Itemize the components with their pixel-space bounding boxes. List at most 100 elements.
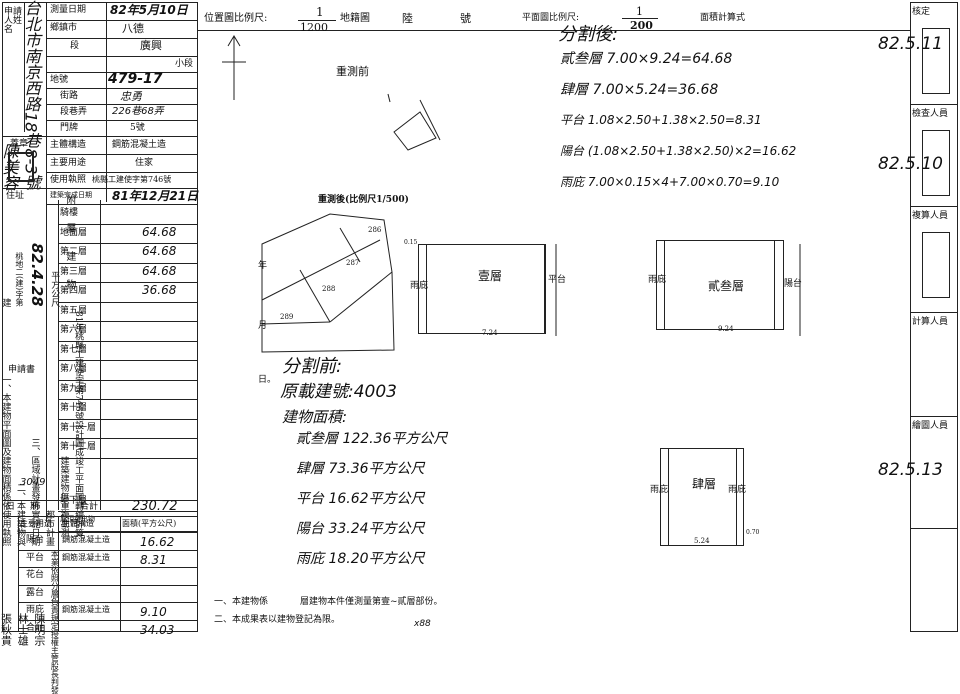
floor-label: 第七層: [60, 344, 88, 355]
annex-label: 附屬建物: [63, 194, 75, 307]
section-value: 廣興: [140, 39, 162, 52]
annex-area: 34.03: [140, 623, 175, 637]
floor-plan-3: [660, 448, 744, 546]
section-label: 段: [70, 41, 80, 51]
left-table: [2, 2, 198, 632]
annex-use: 平台: [26, 552, 45, 563]
area-calc-label: 面積計算式: [700, 13, 746, 23]
plan3-070: 0.70: [746, 529, 760, 536]
floor-label: 第四層: [60, 286, 88, 296]
date-2: 82.5.10: [878, 154, 943, 174]
date-1: 82.5.11: [878, 34, 943, 54]
address-value: 台北市南京西路18巷8-3號: [21, 0, 41, 191]
month-label: 月: [258, 321, 268, 331]
annex-struct: 鋼筋混凝土造: [62, 552, 110, 562]
footer-1: 一、本建物係: [214, 597, 269, 607]
floor-value: 64.68: [142, 224, 177, 239]
area-unit: 平方公尺: [49, 270, 60, 307]
calc-line: 平台 1.08×2.50+1.38×2.50=8.31: [560, 113, 762, 127]
app-no2: 3049: [20, 477, 46, 488]
floor-label: 地面層: [60, 227, 88, 238]
app-date: 82.4.28: [27, 242, 46, 307]
before-label: 重測前: [336, 65, 369, 78]
door-label: 門牌: [60, 123, 79, 133]
annex-area: 8.31: [140, 552, 167, 567]
note-4: 建築建物無重複勘測。: [58, 456, 69, 547]
floor-label: 第三層: [60, 266, 88, 277]
annex-struct: 鋼筋混凝土造: [62, 535, 110, 544]
calc-line: 雨庇 7.00×0.15×4+7.00×0.70=9.10: [560, 175, 780, 189]
scale1-num: 1: [316, 5, 324, 19]
map-label: 地籍圖: [340, 13, 370, 24]
floor-plan-1: [418, 244, 546, 334]
note-3: 三、區域計畫發佈實施日期: [29, 438, 40, 547]
floor-label: 屋頂突出物: [60, 515, 95, 523]
floor-label: 騎樓: [60, 208, 79, 218]
plan3-dim: 5.24: [694, 537, 710, 545]
plan1-canopy: 雨庇: [410, 281, 429, 291]
location-scale-label: 位置圖比例尺:: [204, 13, 268, 24]
annex-header: 主要用途: [20, 519, 52, 528]
plan2-label: 貳叁層: [708, 279, 745, 293]
license-label: 使用執照: [50, 175, 87, 185]
floor-value: 64.68: [142, 263, 177, 278]
area-title: 建物面積:: [282, 408, 348, 426]
floor-label: 第十層: [60, 403, 88, 413]
land-label: 地號: [50, 75, 69, 85]
calc-line: 貳叁層 7.00×9.24=64.68: [560, 51, 733, 67]
scale2-den: 200: [630, 19, 653, 32]
footer-3: x88: [414, 619, 431, 629]
survey-label: 複算人員: [912, 211, 949, 221]
main-use-value: 住家: [135, 158, 154, 168]
completion-value: 81年12月21日: [112, 189, 199, 203]
parcel-287: 287: [346, 259, 360, 267]
completion-label: 建築完成日期: [50, 191, 92, 199]
draw-label: 繪圖人員: [912, 421, 949, 431]
right-note: 本業依照分層負責規定授權主管股長判發: [50, 550, 60, 694]
alley-value: 226巷68弄: [112, 106, 164, 117]
calc-label: 計算人員: [912, 317, 949, 327]
plan1-label: 壹層: [478, 269, 503, 283]
plan3-canopy: 雨庇: [650, 485, 669, 495]
structure-value: 鋼筋混凝土造: [112, 140, 167, 150]
verify-label: 核定: [912, 7, 931, 17]
sig-stamp-3: [922, 232, 950, 298]
floor-label: 第八層: [60, 364, 88, 374]
application-label: 申請書: [8, 365, 36, 375]
calc-line: 肆層 7.00×5.24=36.68: [560, 82, 719, 98]
annex-area: 9.10: [140, 605, 167, 620]
footer-2: 二、本成果表以建物登記為限。: [214, 615, 341, 625]
land-label-header: 陸: [402, 12, 413, 25]
survey-date-value: 82年5月10日: [110, 3, 188, 17]
calc-title: 分割後:: [558, 24, 619, 45]
plan2-dim: 9.24: [718, 325, 734, 333]
plan3-label: 肆層: [692, 477, 717, 491]
floor-label: 第二層: [60, 247, 88, 257]
note-2: 二、本建築物與: [14, 483, 25, 547]
plan-scale-label: 平面圖比例尺:: [522, 13, 580, 23]
date-3: 82.5.13: [878, 460, 943, 480]
before-calc-line: 貳叁層 122.36平方公尺: [296, 431, 448, 447]
floor-label: 第九層: [60, 383, 88, 394]
door-value: 5號: [130, 123, 145, 133]
app-no: 桃地二(建)字第: [14, 252, 24, 307]
scale2-num: 1: [636, 5, 643, 18]
alley-label: 段巷弄: [60, 107, 88, 117]
annex-use: 合計: [26, 623, 45, 633]
license-value: 桃縣工建使字第746號: [92, 175, 172, 184]
annex-use: 陽台: [26, 535, 45, 545]
address-label: 住址: [6, 191, 25, 201]
parcel-288: 288: [322, 285, 336, 293]
check-label: 檢查人員: [912, 109, 949, 119]
floor-plan-2: [656, 240, 784, 330]
note-1: 一、本建物平面圖及建物面積係依使用執照: [0, 375, 11, 547]
annex-area: 16.62: [140, 535, 175, 549]
orig-no: 原載建號:4003: [280, 382, 397, 402]
num-label: 號: [460, 12, 471, 25]
annex-header: 面積(平方公尺): [122, 519, 177, 528]
footer-1b: 層建物本件僅測量第壹~貳層部份。: [300, 597, 443, 607]
annex-struct: 鋼筋混凝土造: [62, 605, 110, 615]
before-calc-line: 雨庇 18.20平方公尺: [296, 551, 425, 567]
year-label: 年: [258, 261, 268, 271]
plan1-dim: 7.24: [482, 329, 498, 337]
